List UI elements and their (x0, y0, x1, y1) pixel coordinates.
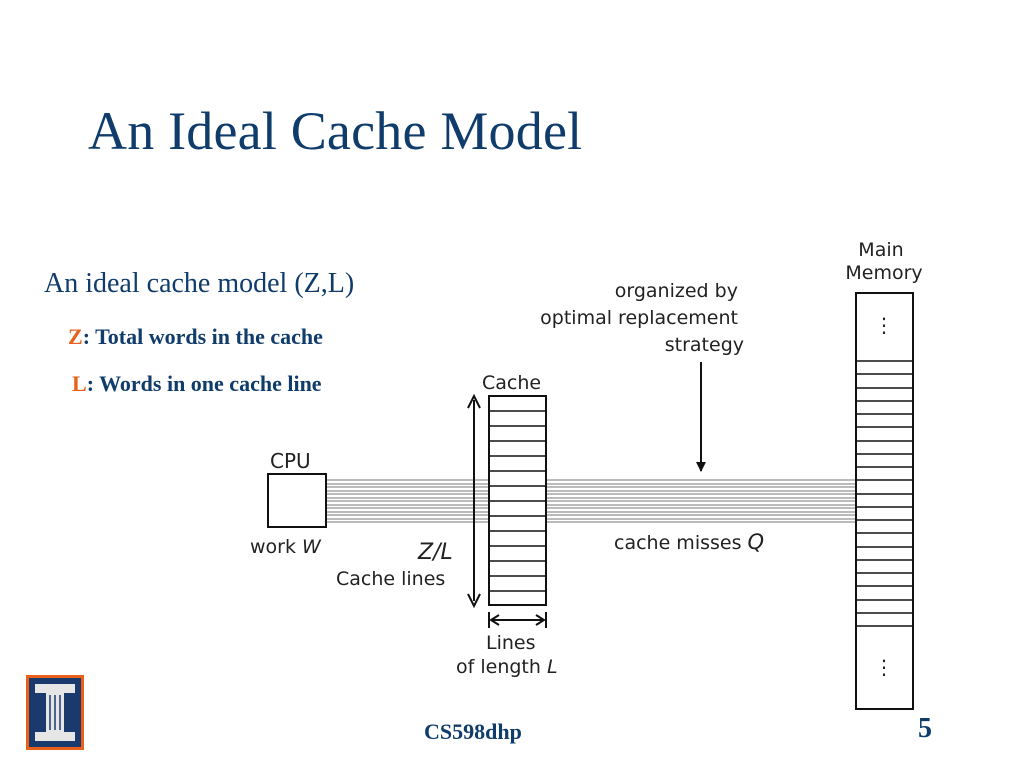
memory-ellipsis-top: ⋮ (874, 313, 894, 337)
sub-bullet-z: Z: Total words in the cache (68, 324, 323, 350)
cache-lines-label: Cache lines (336, 568, 445, 590)
cache-label: Cache (482, 372, 541, 394)
line-length-arrow-left (489, 614, 500, 626)
cache-height-arrow-top (467, 393, 481, 409)
cpu-label: CPU (270, 449, 311, 473)
sub-bullet-z-text: : Total words in the cache (82, 324, 323, 349)
cache-height-arrow-bottom (467, 593, 481, 609)
sub-bullet-l-text: : Words in one cache line (86, 371, 322, 396)
memory-lines (856, 360, 913, 627)
misses-label: cache misses Q (614, 530, 764, 554)
sub-bullet-l: L: Words in one cache line (72, 371, 322, 397)
sub-bullet-l-key: L (72, 371, 87, 396)
cpu-box (267, 473, 327, 528)
lines-label: Lines (486, 632, 536, 654)
slide-title: An Ideal Cache Model (88, 101, 583, 161)
work-label: work W (250, 536, 322, 558)
line-length-arrow-right (535, 614, 546, 626)
footer-course: CS598dhp (424, 719, 522, 744)
annotation-text: organized by optimal replacement strateg… (540, 280, 744, 356)
memory-box (855, 292, 914, 710)
sub-bullet-z-key: Z (68, 324, 83, 349)
cache-lines (489, 410, 546, 592)
page-number: 5 (918, 713, 932, 744)
memory-ellipsis-bottom: ⋮ (874, 655, 894, 679)
illinois-i-logo-icon (26, 675, 84, 750)
line-length-label: of length L (456, 656, 558, 678)
zl-label: Z/L (417, 540, 453, 565)
memory-label: Main Memory (845, 239, 922, 284)
bullet-cache-model: An ideal cache model (Z,L) (44, 268, 355, 299)
data-bus (326, 479, 856, 523)
